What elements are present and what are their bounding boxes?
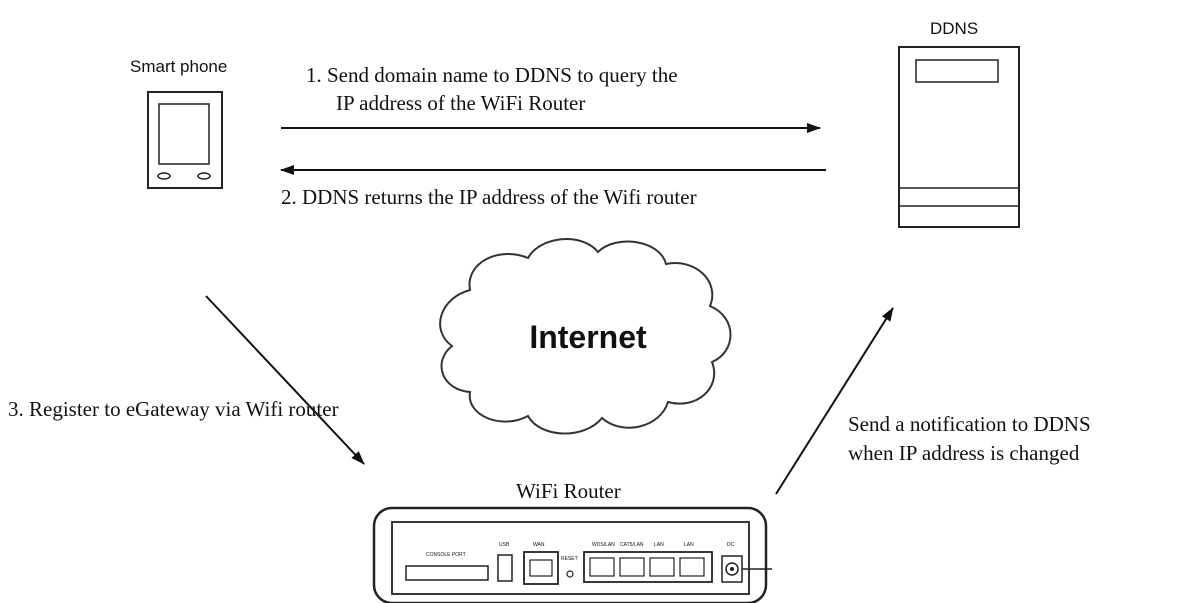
wan-port (523, 551, 559, 585)
dc-label: DC (727, 542, 735, 548)
notify-text-line2: when IP address is changed (848, 441, 1080, 465)
step3-text: 3. Register to eGateway via Wifi router (8, 397, 339, 421)
server-icon (898, 46, 1020, 228)
console-port-label: CONSOLE PORT (426, 552, 466, 558)
step1-text-line1: 1. Send domain name to DDNS to query the (306, 63, 678, 87)
lan-port-label: LAN (684, 542, 694, 548)
smartphone-icon (147, 91, 223, 189)
step2-text: 2. DDNS returns the IP address of the Wi… (281, 185, 697, 209)
router-icon: CONSOLE PORT USB WAN RESET WDS/LAN CAT5/… (372, 506, 772, 603)
lan-port-label: LAN (654, 542, 664, 548)
ddns-node: DDNS (898, 19, 1020, 228)
wan-port-label: WAN (533, 542, 545, 548)
lan-port (619, 557, 645, 577)
internet-label: Internet (529, 319, 647, 355)
reset-label: RESET (561, 556, 578, 562)
usb-port (497, 554, 513, 582)
router-node: WiFi Router CONSOLE PORT USB WAN RESET (372, 479, 772, 603)
console-port (405, 565, 489, 581)
reset-button (566, 570, 574, 578)
internet-cloud: Internet (439, 238, 732, 435)
lan-port (589, 557, 615, 577)
lan-port-label: CAT5/LAN (620, 542, 644, 548)
smartphone-label: Smart phone (130, 57, 227, 76)
ddns-label: DDNS (930, 19, 978, 38)
notify-text-line1: Send a notification to DDNS (848, 412, 1091, 436)
router-label: WiFi Router (516, 479, 621, 503)
notify-arrow (775, 307, 894, 495)
smartphone-node: Smart phone (130, 57, 227, 189)
lan-port-label: WDS/LAN (592, 542, 615, 548)
cloud-icon (439, 238, 732, 435)
lan-port (649, 557, 675, 577)
lan-port-group (583, 551, 713, 583)
step3-arrow (205, 295, 365, 465)
step1-text-line2: IP address of the WiFi Router (336, 91, 585, 115)
lan-port (679, 557, 705, 577)
usb-port-label: USB (499, 542, 510, 548)
